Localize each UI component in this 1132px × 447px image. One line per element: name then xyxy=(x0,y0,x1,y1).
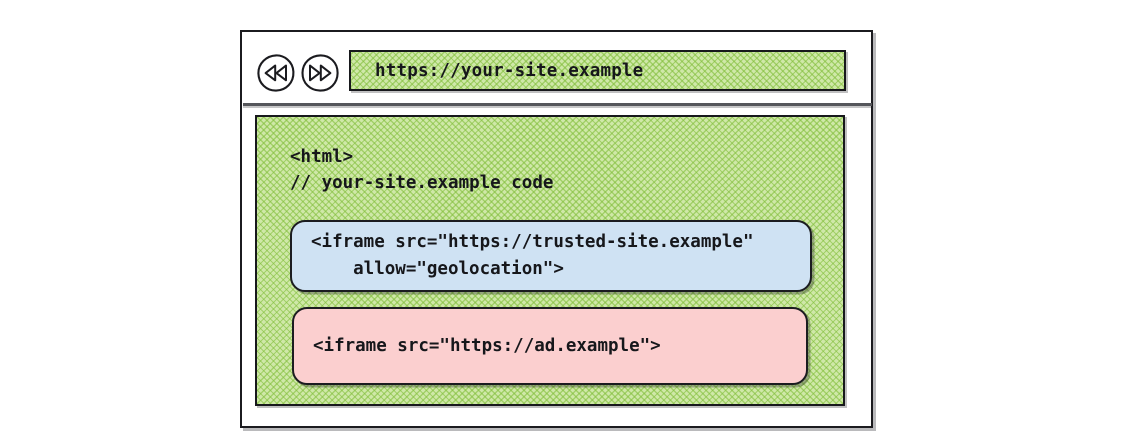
fast-forward-icon xyxy=(301,54,339,92)
forward-button[interactable] xyxy=(299,52,341,94)
ad-iframe-code: <iframe src="https://ad.example"> xyxy=(313,333,661,360)
code-line-comment: // your-site.example code xyxy=(290,173,554,193)
ad-iframe-src-line: <iframe src="https://ad.example"> xyxy=(313,335,661,356)
page-content-area: <html> // your-site.example code <iframe… xyxy=(255,115,845,406)
page-source-code: <html> // your-site.example code xyxy=(290,144,553,196)
trusted-iframe-code: <iframe src="https://trusted-site.exampl… xyxy=(311,229,754,283)
toolbar-divider xyxy=(243,103,872,106)
ad-iframe-box[interactable]: <iframe src="https://ad.example"> xyxy=(292,307,808,385)
navigation-buttons xyxy=(255,52,341,94)
url-text: https://your-site.example xyxy=(375,60,644,81)
trusted-iframe-src-line: <iframe src="https://trusted-site.exampl… xyxy=(311,232,754,252)
browser-window: https://your-site.example <html> // your… xyxy=(240,30,873,428)
url-bar[interactable]: https://your-site.example xyxy=(349,50,846,91)
back-button[interactable] xyxy=(255,52,297,94)
rewind-icon xyxy=(257,54,295,92)
trusted-site-iframe-box[interactable]: <iframe src="https://trusted-site.exampl… xyxy=(290,220,812,292)
code-line-html-tag: <html> xyxy=(290,147,354,167)
trusted-iframe-allow-line: allow="geolocation"> xyxy=(311,259,564,279)
browser-toolbar: https://your-site.example xyxy=(242,32,871,103)
